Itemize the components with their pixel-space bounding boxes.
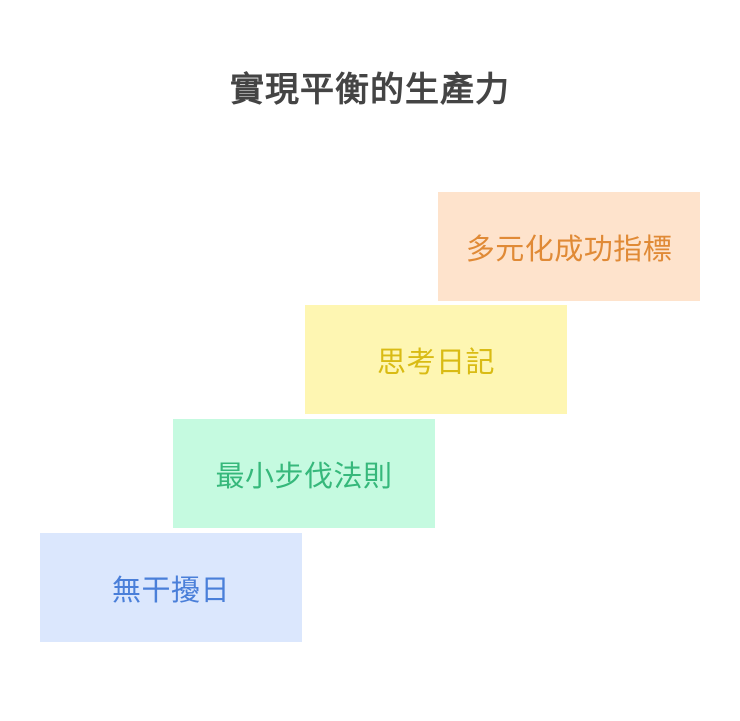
diagram-title: 實現平衡的生產力 xyxy=(230,70,510,110)
step-thinking-journal: 思考日記 xyxy=(305,305,567,414)
step-label: 最小步伐法則 xyxy=(215,458,393,493)
step-label: 多元化成功指標 xyxy=(465,231,673,266)
step-no-interruption-day: 無干擾日 xyxy=(40,533,302,642)
step-minimum-step-rule: 最小步伐法則 xyxy=(173,419,435,528)
step-label: 無干擾日 xyxy=(111,572,230,607)
step-diversified-success-metrics: 多元化成功指標 xyxy=(438,192,700,301)
step-label: 思考日記 xyxy=(376,344,495,379)
